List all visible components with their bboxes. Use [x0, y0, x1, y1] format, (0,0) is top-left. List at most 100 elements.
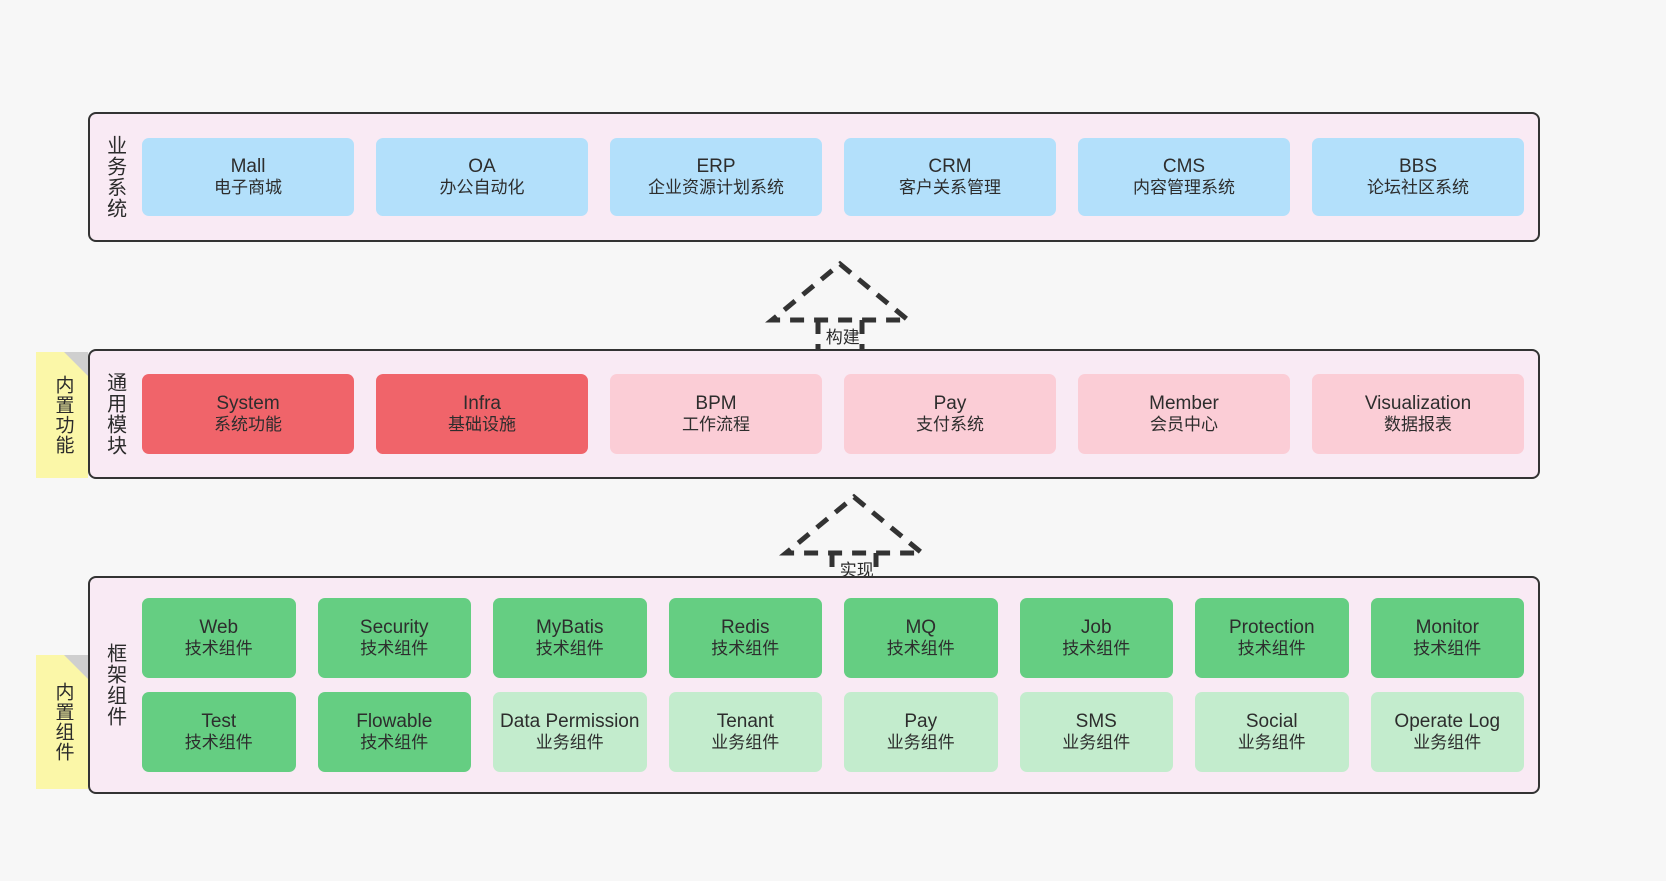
card-title: Test: [201, 710, 237, 732]
layer-title-framework: 框架组件: [103, 643, 126, 727]
card-title: CMS: [1162, 155, 1206, 177]
card-title: CRM: [928, 155, 972, 177]
card-subtitle: 工作流程: [682, 415, 750, 435]
card-title: Job: [1080, 616, 1112, 638]
note-builtin-functions: 内置功能: [36, 352, 88, 478]
card-title: Mall: [230, 155, 266, 177]
card-title: BBS: [1398, 155, 1438, 177]
card-title: Web: [199, 616, 239, 638]
card-subtitle: 技术组件: [1237, 639, 1306, 659]
card-pay-component[interactable]: Pay 业务组件: [844, 692, 998, 772]
card-subtitle: 办公自动化: [439, 178, 525, 198]
card-subtitle: 会员中心: [1150, 415, 1218, 435]
layer-row: System 系统功能 Infra 基础设施 BPM 工作流程 Pay 支付系统…: [142, 374, 1524, 454]
card-title: MQ: [905, 616, 937, 638]
card-subtitle: 论坛社区系统: [1367, 178, 1469, 198]
card-subtitle: 数据报表: [1384, 415, 1452, 435]
card-data-permission[interactable]: Data Permission 业务组件: [493, 692, 647, 772]
card-subtitle: 技术组件: [1062, 639, 1131, 659]
card-title: Operate Log: [1394, 710, 1501, 732]
arrow-head-triangle: [765, 260, 915, 323]
card-operate-log[interactable]: Operate Log 业务组件: [1370, 692, 1524, 772]
card-subtitle: 电子商城: [214, 178, 282, 198]
card-mall[interactable]: Mall 电子商城: [142, 138, 354, 216]
card-subtitle: 业务组件: [886, 733, 955, 753]
card-redis[interactable]: Redis 技术组件: [668, 598, 822, 678]
card-subtitle: 客户关系管理: [899, 178, 1001, 198]
layer-common-modules: 通用模块 System 系统功能 Infra 基础设施 BPM 工作流程 Pay…: [88, 349, 1540, 479]
card-subtitle: 业务组件: [535, 733, 604, 753]
card-subtitle: 技术组件: [184, 733, 253, 753]
card-subtitle: 技术组件: [1413, 639, 1482, 659]
card-visualization[interactable]: Visualization 数据报表: [1312, 374, 1524, 454]
card-subtitle: 技术组件: [886, 639, 955, 659]
layer-row: Test 技术组件 Flowable 技术组件 Data Permission …: [142, 692, 1524, 772]
layer-row: Mall 电子商城 OA 办公自动化 ERP 企业资源计划系统 CRM 客户关系…: [142, 138, 1524, 216]
card-bpm[interactable]: BPM 工作流程: [610, 374, 822, 454]
card-web[interactable]: Web 技术组件: [142, 598, 296, 678]
arrow-label: 实现: [839, 561, 874, 580]
card-title: Social: [1245, 710, 1298, 732]
card-subtitle: 技术组件: [711, 639, 780, 659]
card-cms[interactable]: CMS 内容管理系统: [1078, 138, 1290, 216]
card-title: Redis: [720, 616, 770, 638]
card-subtitle: 企业资源计划系统: [648, 178, 784, 198]
card-title: Data Permission: [500, 710, 640, 732]
card-erp[interactable]: ERP 企业资源计划系统: [610, 138, 822, 216]
card-title: SMS: [1075, 710, 1117, 732]
arrow-build: 构建: [760, 258, 920, 350]
card-system[interactable]: System 系统功能: [142, 374, 354, 454]
card-bbs[interactable]: BBS 论坛社区系统: [1312, 138, 1524, 216]
card-sms[interactable]: SMS 业务组件: [1019, 692, 1173, 772]
card-title: Infra: [462, 392, 502, 414]
card-title: Visualization: [1364, 392, 1472, 414]
layer-business-systems: 业务系统 Mall 电子商城 OA 办公自动化 ERP 企业资源计划系统 CRM…: [88, 112, 1540, 242]
card-infra[interactable]: Infra 基础设施: [376, 374, 588, 454]
layer-body-common: System 系统功能 Infra 基础设施 BPM 工作流程 Pay 支付系统…: [138, 351, 1538, 477]
card-subtitle: 技术组件: [360, 639, 429, 659]
card-subtitle: 基础设施: [448, 415, 516, 435]
card-oa[interactable]: OA 办公自动化: [376, 138, 588, 216]
card-subtitle: 业务组件: [1413, 733, 1482, 753]
layer-body-framework: Web 技术组件 Security 技术组件 MyBatis 技术组件 Redi…: [138, 578, 1538, 792]
card-title: Member: [1149, 392, 1219, 414]
card-pay[interactable]: Pay 支付系统: [844, 374, 1056, 454]
card-title: MyBatis: [535, 616, 604, 638]
card-title: OA: [468, 155, 496, 177]
card-title: Pay: [933, 392, 967, 414]
note-builtin-components: 内置组件: [36, 655, 88, 789]
card-title: Protection: [1228, 616, 1315, 638]
note-fold-icon: [64, 352, 88, 376]
card-mq[interactable]: MQ 技术组件: [844, 598, 998, 678]
layer-body-business: Mall 电子商城 OA 办公自动化 ERP 企业资源计划系统 CRM 客户关系…: [138, 114, 1538, 240]
card-monitor[interactable]: Monitor 技术组件: [1370, 598, 1524, 678]
card-subtitle: 业务组件: [711, 733, 780, 753]
card-job[interactable]: Job 技术组件: [1019, 598, 1173, 678]
card-social[interactable]: Social 业务组件: [1195, 692, 1349, 772]
card-title: Security: [359, 616, 429, 638]
card-mybatis[interactable]: MyBatis 技术组件: [493, 598, 647, 678]
note-label: 内置组件: [52, 682, 74, 762]
card-title: BPM: [695, 392, 737, 414]
card-title: Monitor: [1415, 616, 1479, 638]
card-test[interactable]: Test 技术组件: [142, 692, 296, 772]
card-member[interactable]: Member 会员中心: [1078, 374, 1290, 454]
card-title: Pay: [904, 710, 938, 732]
layer-row: Web 技术组件 Security 技术组件 MyBatis 技术组件 Redi…: [142, 598, 1524, 678]
card-title: Tenant: [716, 710, 774, 732]
card-flowable[interactable]: Flowable 技术组件: [317, 692, 471, 772]
card-security[interactable]: Security 技术组件: [317, 598, 471, 678]
card-protection[interactable]: Protection 技术组件: [1195, 598, 1349, 678]
card-subtitle: 业务组件: [1062, 733, 1131, 753]
layer-title-business: 业务系统: [103, 135, 126, 219]
card-crm[interactable]: CRM 客户关系管理: [844, 138, 1056, 216]
card-subtitle: 内容管理系统: [1133, 178, 1235, 198]
card-subtitle: 业务组件: [1237, 733, 1306, 753]
card-tenant[interactable]: Tenant 业务组件: [668, 692, 822, 772]
arrow-implement: 实现: [774, 491, 934, 583]
note-fold-icon: [64, 655, 88, 679]
card-title: Flowable: [356, 710, 433, 732]
arrow-shaft: [815, 320, 865, 350]
card-title: ERP: [696, 155, 736, 177]
